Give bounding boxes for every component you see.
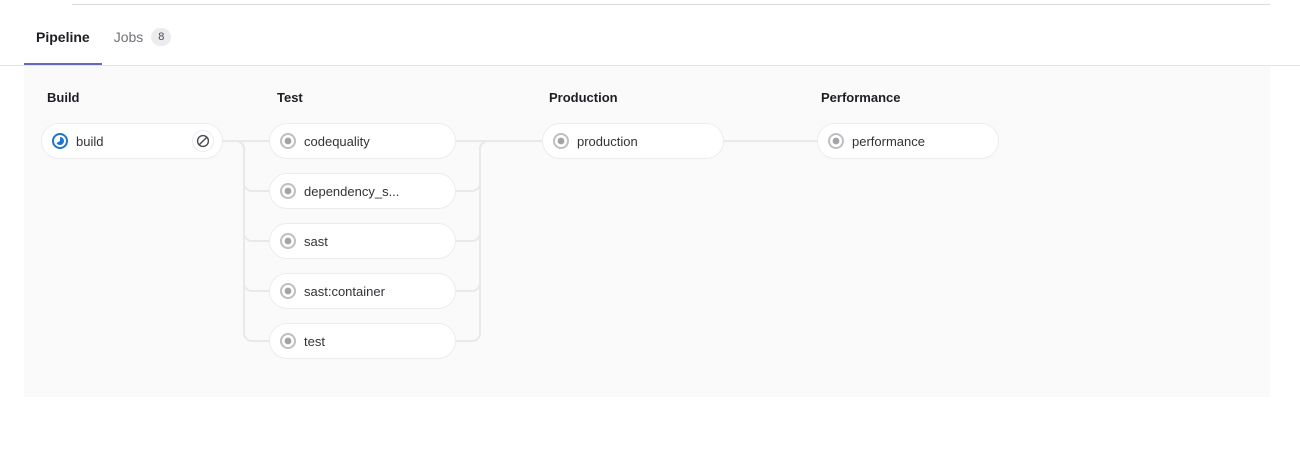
job-node-sast-container[interactable]: sast:container: [269, 273, 456, 309]
tab-jobs-count-badge: 8: [151, 28, 172, 46]
status-created-icon: [828, 133, 844, 149]
job-name-sast: sast: [304, 233, 328, 249]
status-created-icon: [280, 233, 296, 249]
job-node-dependency-scanning[interactable]: dependency_s...: [269, 173, 456, 209]
stage-title-build: Build: [47, 90, 80, 105]
job-node-sast[interactable]: sast: [269, 223, 456, 259]
job-name-codequality: codequality: [304, 133, 370, 149]
cancel-icon: [196, 134, 210, 148]
tab-pipeline-label: Pipeline: [36, 29, 90, 45]
job-name-performance: performance: [852, 133, 925, 149]
status-created-icon: [280, 133, 296, 149]
tab-list: Pipeline Jobs 8: [24, 22, 183, 65]
tab-pipeline[interactable]: Pipeline: [24, 22, 102, 65]
stage-title-test: Test: [277, 90, 303, 105]
job-node-performance[interactable]: performance: [817, 123, 999, 159]
status-created-icon: [280, 183, 296, 199]
connector-dependency-to-production: [456, 140, 542, 192]
job-name-production: production: [577, 133, 638, 149]
status-created-icon: [280, 333, 296, 349]
connector-sastcontainer-to-production: [456, 140, 542, 292]
top-divider: [72, 4, 1270, 5]
tab-jobs[interactable]: Jobs 8: [102, 22, 184, 65]
job-node-build[interactable]: build: [41, 123, 223, 159]
job-name-sast-container: sast:container: [304, 283, 385, 299]
status-created-icon: [280, 283, 296, 299]
job-node-production[interactable]: production: [542, 123, 724, 159]
status-created-icon: [553, 133, 569, 149]
job-name-test: test: [304, 333, 325, 349]
stage-title-production: Production: [549, 90, 618, 105]
pipeline-graph: Build Test Production Performance: [24, 66, 1270, 397]
stage-title-performance: Performance: [821, 90, 901, 105]
connector-build-to-dependency: [223, 140, 269, 192]
job-node-test[interactable]: test: [269, 323, 456, 359]
pipeline-graph-panel: Build Test Production Performance: [24, 66, 1270, 397]
job-node-codequality[interactable]: codequality: [269, 123, 456, 159]
job-name-build: build: [76, 133, 104, 149]
status-running-icon: [52, 133, 68, 149]
tab-bar: Pipeline Jobs 8: [0, 22, 1300, 66]
job-name-dependency-scanning: dependency_s...: [304, 183, 400, 199]
connector-build-to-sastcontainer: [223, 140, 269, 292]
stage-connectors: [223, 140, 817, 342]
tab-jobs-label: Jobs: [113, 29, 144, 45]
cancel-icon-button[interactable]: [192, 130, 214, 152]
